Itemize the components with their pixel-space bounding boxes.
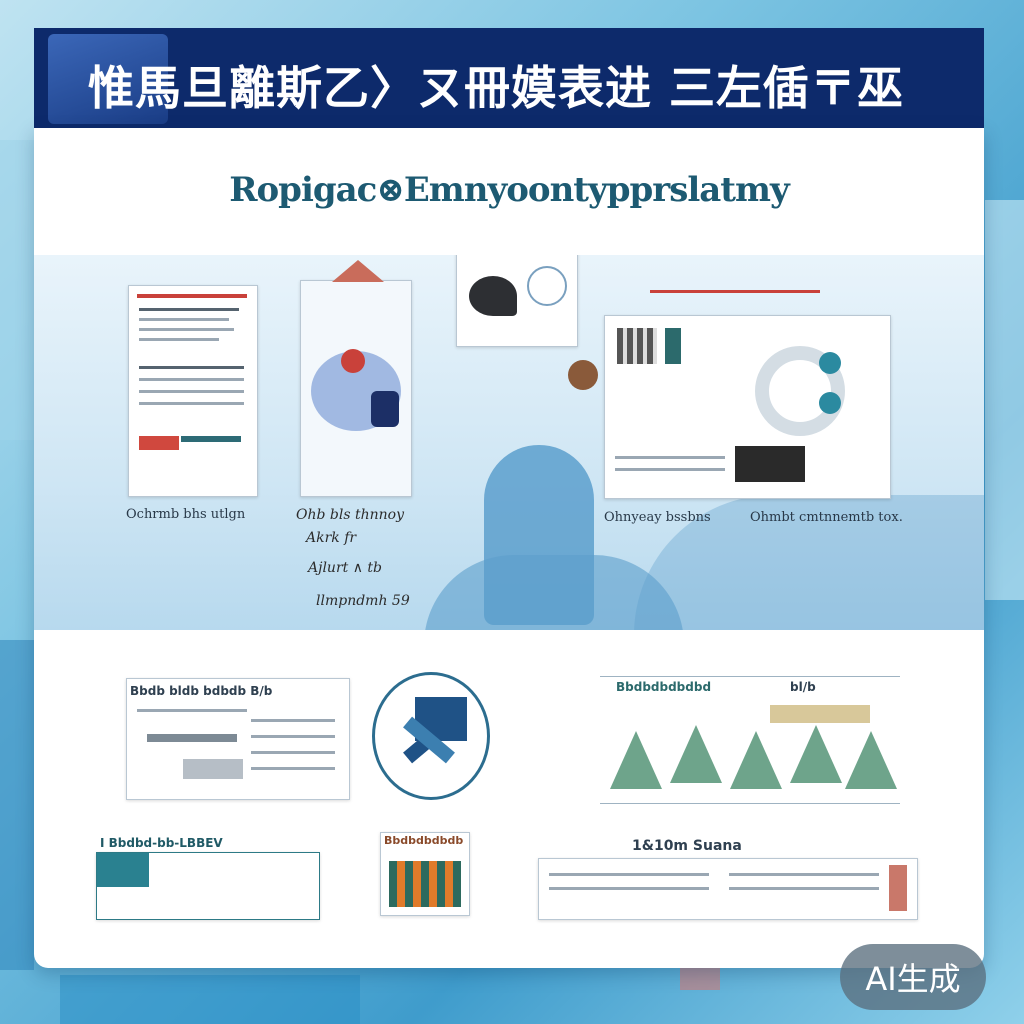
tree-shape xyxy=(730,731,782,789)
thumbnail-label: bl/b xyxy=(790,680,816,694)
page-title: 惟馬旦離斯乙〉ㄡ冊嫫表进 三左偛〒巫 xyxy=(88,61,905,115)
thumbnail-label: I Bbdbd-bb-LBBEV xyxy=(100,836,223,850)
text-line xyxy=(139,378,244,381)
card-header-bar xyxy=(137,294,247,298)
orange-bars xyxy=(389,861,461,907)
text-line xyxy=(729,887,879,890)
tree-shape xyxy=(610,731,662,789)
header-logo-chip xyxy=(48,34,168,124)
background-shard xyxy=(0,140,40,440)
text-line xyxy=(549,873,709,876)
text-line xyxy=(139,390,244,393)
background-shard xyxy=(60,975,360,1024)
tree-shape xyxy=(670,725,722,783)
text-line xyxy=(139,308,239,311)
text-line xyxy=(139,366,244,369)
text-line xyxy=(615,456,725,459)
black-block xyxy=(735,446,805,482)
page-subtitle: Ropigac⊗Emnyoontypprslatmy xyxy=(229,170,790,210)
text-line xyxy=(147,734,237,742)
text-line xyxy=(139,318,229,321)
dashboard-card xyxy=(604,290,891,499)
dark-bars xyxy=(617,328,657,364)
thumbnail-label: Bbdbdbdbdb xyxy=(384,834,464,847)
form-thumbnail xyxy=(538,858,918,920)
teal-block xyxy=(97,853,149,887)
red-dot xyxy=(341,349,365,373)
brown-dot xyxy=(568,360,598,390)
text-line xyxy=(251,751,335,754)
text-line xyxy=(139,402,244,405)
document-card xyxy=(128,285,258,497)
text-document-thumbnail xyxy=(126,678,350,800)
handwritten-note: llmpndmh 59 xyxy=(316,593,410,609)
text-line xyxy=(615,468,725,471)
dark-shape xyxy=(469,276,517,316)
red-figure xyxy=(889,865,907,911)
ai-generated-badge: AI生成 xyxy=(840,944,986,1010)
thumbnail-label: Bbdbdbdbdbd xyxy=(616,680,712,694)
red-block xyxy=(139,436,179,450)
band-caption: Ohnyeay bssbns xyxy=(604,510,711,525)
navy-shape xyxy=(371,391,399,427)
teal-document-thumbnail xyxy=(96,852,320,920)
tree-shape xyxy=(790,725,842,783)
text-line xyxy=(183,759,243,779)
thumbnail-label: 1&10m Suana xyxy=(632,838,742,854)
chart-thumbnail xyxy=(600,676,900,804)
illustration-band: Ochrmb bhs utlgn Ohnyeay bssbns Ohmbt cm… xyxy=(34,255,984,630)
logo-circle xyxy=(372,672,490,800)
tree-shape xyxy=(845,731,897,789)
text-line xyxy=(251,735,335,738)
handwritten-note: Ohb bls thnnoy xyxy=(296,507,404,523)
bar-chart-thumbnail xyxy=(380,832,470,916)
teal-bar xyxy=(665,328,681,364)
dark-shape-card xyxy=(456,255,578,347)
band-caption: Ochrmb bhs utlgn xyxy=(126,507,246,522)
teal-block xyxy=(181,436,241,442)
handwritten-note: Ajlurt ∧ tb xyxy=(308,560,382,576)
text-line xyxy=(139,338,219,341)
circle-outline xyxy=(527,266,567,306)
red-triangle xyxy=(332,260,384,282)
text-line xyxy=(139,328,234,331)
illustration-card xyxy=(300,280,412,497)
background-shard xyxy=(0,640,34,970)
text-line xyxy=(729,873,879,876)
thumbnail-label: Bbdb bldb bdbdb B/b xyxy=(130,684,273,698)
card-header-bar xyxy=(650,290,820,293)
handwritten-note: Akrk fr xyxy=(306,530,357,546)
text-line xyxy=(137,709,247,712)
text-line xyxy=(549,887,709,890)
chart-header-block xyxy=(770,705,870,723)
teal-dot xyxy=(819,392,841,414)
header-bar xyxy=(34,28,984,132)
teal-dot xyxy=(819,352,841,374)
band-caption: Ohmbt cmtnnemtb tox. xyxy=(750,510,903,525)
background-shard xyxy=(985,200,1024,600)
text-line xyxy=(251,767,335,770)
text-line xyxy=(251,719,335,722)
person-silhouette-shoulders xyxy=(424,555,684,630)
